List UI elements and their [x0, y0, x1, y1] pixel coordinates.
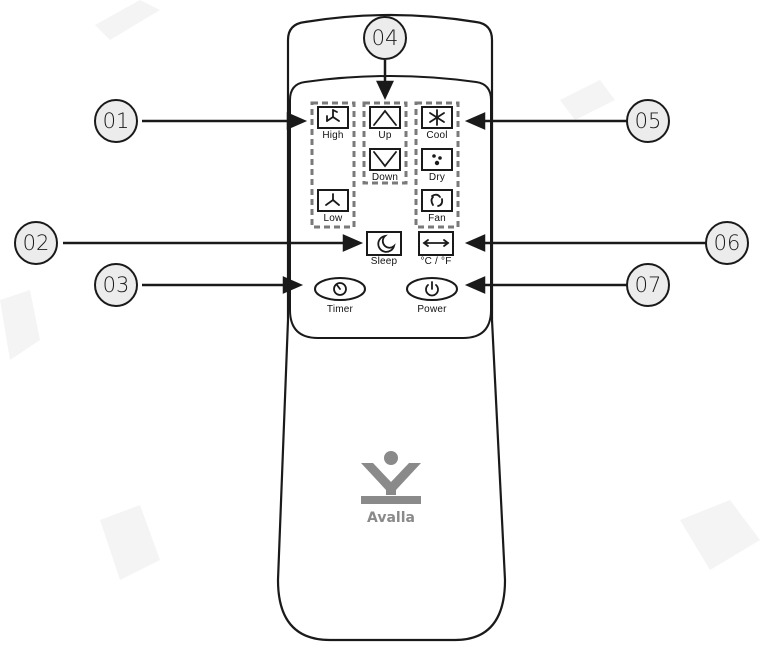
down-button[interactable] [370, 149, 400, 170]
callout-05: 05 [626, 99, 670, 143]
high-button[interactable] [318, 107, 348, 128]
fan-label: Fan [428, 213, 446, 224]
power-icon [425, 281, 439, 297]
callout-06: 06 [705, 221, 749, 265]
watermark [0, 0, 760, 580]
fan-button[interactable] [422, 190, 452, 211]
timer-icon [333, 282, 347, 296]
chevron-down-icon [373, 151, 397, 168]
callout-03: 03 [94, 263, 138, 307]
moon-icon [377, 234, 396, 253]
double-arrow-icon [422, 239, 450, 247]
dry-label: Dry [428, 172, 446, 183]
timer-button[interactable] [315, 278, 365, 300]
cool-label: Cool [426, 130, 448, 141]
sleep-button[interactable] [367, 232, 401, 255]
fan-low-icon [325, 193, 340, 206]
callout-04: 04 [363, 16, 407, 60]
callout-01: 01 [94, 99, 138, 143]
droplets-icon [432, 154, 442, 166]
cool-button[interactable] [422, 107, 452, 128]
low-label: Low [323, 213, 343, 224]
snowflake-icon [429, 109, 445, 126]
callout-02: 02 [14, 221, 58, 265]
brand-logo-icon [361, 451, 421, 504]
brand-name: Avalla [367, 510, 415, 526]
down-label: Down [371, 172, 399, 183]
dry-button[interactable] [422, 149, 452, 170]
power-label: Power [417, 304, 447, 315]
callout-07: 07 [626, 263, 670, 307]
fan-mode-icon [430, 193, 444, 207]
fan-high-icon [326, 109, 340, 122]
up-button[interactable] [370, 107, 400, 128]
timer-label: Timer [326, 304, 354, 315]
chevron-up-icon [373, 109, 397, 126]
unit-label: °C / °F [420, 256, 452, 267]
low-button[interactable] [318, 190, 348, 211]
power-button[interactable] [407, 278, 457, 300]
up-label: Up [378, 130, 392, 141]
sleep-label: Sleep [370, 256, 398, 267]
control-panel [289, 75, 492, 339]
high-label: High [322, 130, 344, 141]
unit-toggle-button[interactable] [419, 232, 453, 255]
